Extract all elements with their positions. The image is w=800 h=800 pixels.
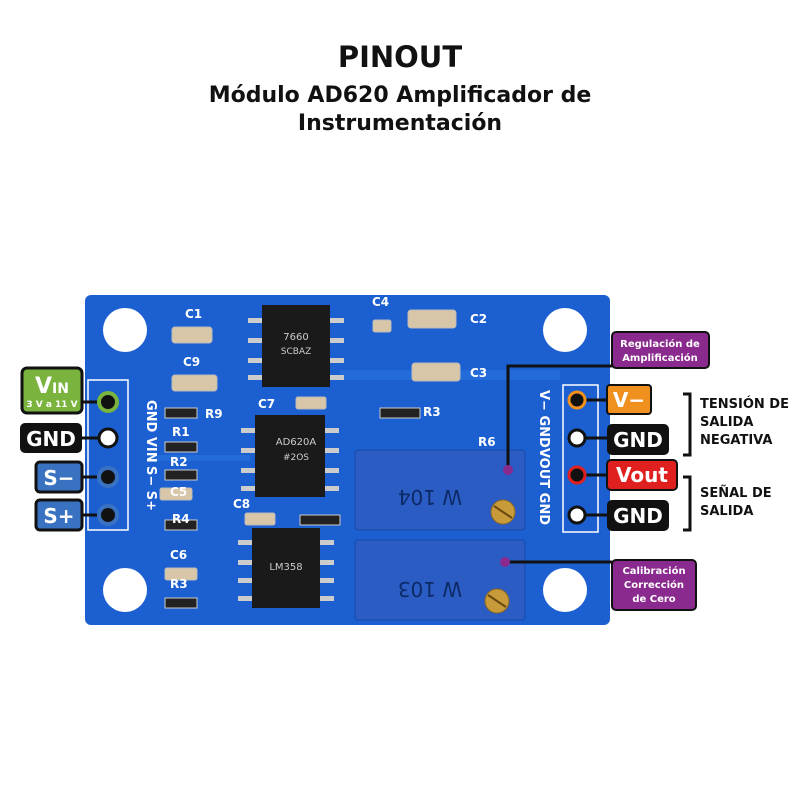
- svg-text:NEGATIVA: NEGATIVA: [700, 433, 772, 448]
- pin-vout[interactable]: [567, 465, 587, 485]
- pin-vin[interactable]: [97, 391, 119, 413]
- svg-text:VIN: VIN: [35, 374, 69, 399]
- group-signal-label: SEÑAL DE SALIDA: [700, 485, 772, 519]
- svg-text:W 104: W 104: [398, 485, 462, 509]
- left-silk-power: GND VIN: [143, 400, 158, 463]
- svg-text:3 V a 11 V: 3 V a 11 V: [26, 400, 77, 410]
- svg-text:SALIDA: SALIDA: [700, 504, 753, 519]
- chip-lm358: LM358: [238, 528, 334, 608]
- svg-text:LM358: LM358: [269, 562, 302, 573]
- svg-text:R6: R6: [478, 435, 496, 449]
- silkscreen-labels: C1 C9 C4 C2 C3 C7 R9 R1 R2 C5 R4 C8 C6 R…: [170, 295, 496, 591]
- svg-text:C5: C5: [170, 485, 187, 499]
- svg-text:C6: C6: [170, 548, 187, 562]
- svg-text:R1: R1: [172, 425, 190, 439]
- label-gnd-right-2: GND: [607, 500, 669, 531]
- mounting-hole: [543, 308, 587, 352]
- pin-gnd-right-2[interactable]: [567, 505, 587, 525]
- svg-text:AD620A: AD620A: [276, 437, 317, 448]
- svg-text:#2OS: #2OS: [283, 453, 309, 463]
- svg-text:Calibración: Calibración: [622, 565, 685, 577]
- potentiometer-zero[interactable]: W 103: [354, 539, 526, 621]
- svg-text:C9: C9: [183, 355, 200, 369]
- chip-7660: 7660 SCBAZ: [248, 305, 344, 387]
- svg-text:GND: GND: [613, 504, 663, 528]
- svg-text:SEÑAL DE: SEÑAL DE: [700, 485, 772, 501]
- left-header-outline: [87, 379, 129, 531]
- svg-text:W 103: W 103: [398, 577, 462, 601]
- svg-text:R9: R9: [205, 407, 223, 421]
- svg-text:R3: R3: [170, 577, 188, 591]
- svg-text:SCBAZ: SCBAZ: [281, 347, 312, 357]
- subtitle-line-1: Módulo AD620 Amplificador de: [208, 83, 592, 108]
- left-silk-signal: S− S+: [143, 466, 158, 511]
- label-vin: VIN 3 V a 11 V: [20, 366, 84, 415]
- svg-text:Regulación de: Regulación de: [620, 338, 700, 350]
- svg-text:TENSIÓN DE: TENSIÓN DE: [700, 396, 789, 412]
- svg-text:GND: GND: [613, 428, 663, 452]
- svg-text:V−: V−: [613, 388, 645, 412]
- svg-text:R4: R4: [172, 512, 190, 526]
- pin-s-minus[interactable]: [97, 466, 119, 488]
- svg-text:C1: C1: [185, 307, 202, 321]
- svg-text:GND: GND: [26, 427, 76, 451]
- callout-zero-dot: [500, 557, 510, 567]
- group-negative-label: TENSIÓN DE SALIDA NEGATIVA: [700, 396, 789, 448]
- pin-gnd-left[interactable]: [97, 427, 119, 449]
- mounting-hole: [103, 568, 147, 612]
- svg-text:R3: R3: [423, 405, 441, 419]
- svg-text:C8: C8: [233, 497, 250, 511]
- label-v-minus: V−: [606, 384, 652, 415]
- svg-text:C2: C2: [470, 312, 487, 326]
- svg-text:7660: 7660: [283, 332, 308, 343]
- right-header-outline: [562, 384, 599, 533]
- callout-zero: Calibración Corrección de Cero: [611, 559, 697, 611]
- pin-s-plus[interactable]: [97, 504, 119, 526]
- bracket-signal: [683, 475, 692, 532]
- svg-text:C4: C4: [372, 295, 389, 309]
- svg-text:Vout: Vout: [616, 463, 668, 487]
- pin-v-minus[interactable]: [567, 390, 587, 410]
- label-vout: Vout: [606, 459, 678, 491]
- svg-text:Amplificación: Amplificación: [622, 352, 698, 364]
- svg-text:de Cero: de Cero: [632, 594, 675, 605]
- svg-text:S+: S+: [43, 504, 74, 528]
- svg-text:C7: C7: [258, 397, 275, 411]
- svg-text:SALIDA: SALIDA: [700, 415, 753, 430]
- subtitle-line-2: Instrumentación: [297, 111, 503, 136]
- label-s-plus: S+: [34, 498, 84, 532]
- svg-text:Corrección: Corrección: [624, 579, 684, 591]
- bracket-negative: [683, 392, 692, 457]
- potentiometer-gain[interactable]: W 104: [354, 449, 526, 531]
- right-silk: V− GNDVOUT GND: [536, 390, 551, 525]
- chip-ad620: AD620A #2OS: [241, 415, 339, 497]
- pin-gnd-right-1[interactable]: [567, 428, 587, 448]
- label-gnd-left: GND: [20, 423, 82, 453]
- svg-text:S−: S−: [43, 466, 74, 490]
- label-s-minus: S−: [34, 460, 84, 494]
- callout-gain-leader: [506, 364, 612, 468]
- page-title: PINOUT: [337, 40, 463, 74]
- mounting-hole: [103, 308, 147, 352]
- svg-text:C3: C3: [470, 366, 487, 380]
- mounting-hole: [543, 568, 587, 612]
- callout-gain: Regulación de Amplificación: [611, 331, 710, 369]
- svg-text:R2: R2: [170, 455, 188, 469]
- callout-gain-dot: [503, 465, 513, 475]
- label-gnd-right-1: GND: [607, 424, 669, 455]
